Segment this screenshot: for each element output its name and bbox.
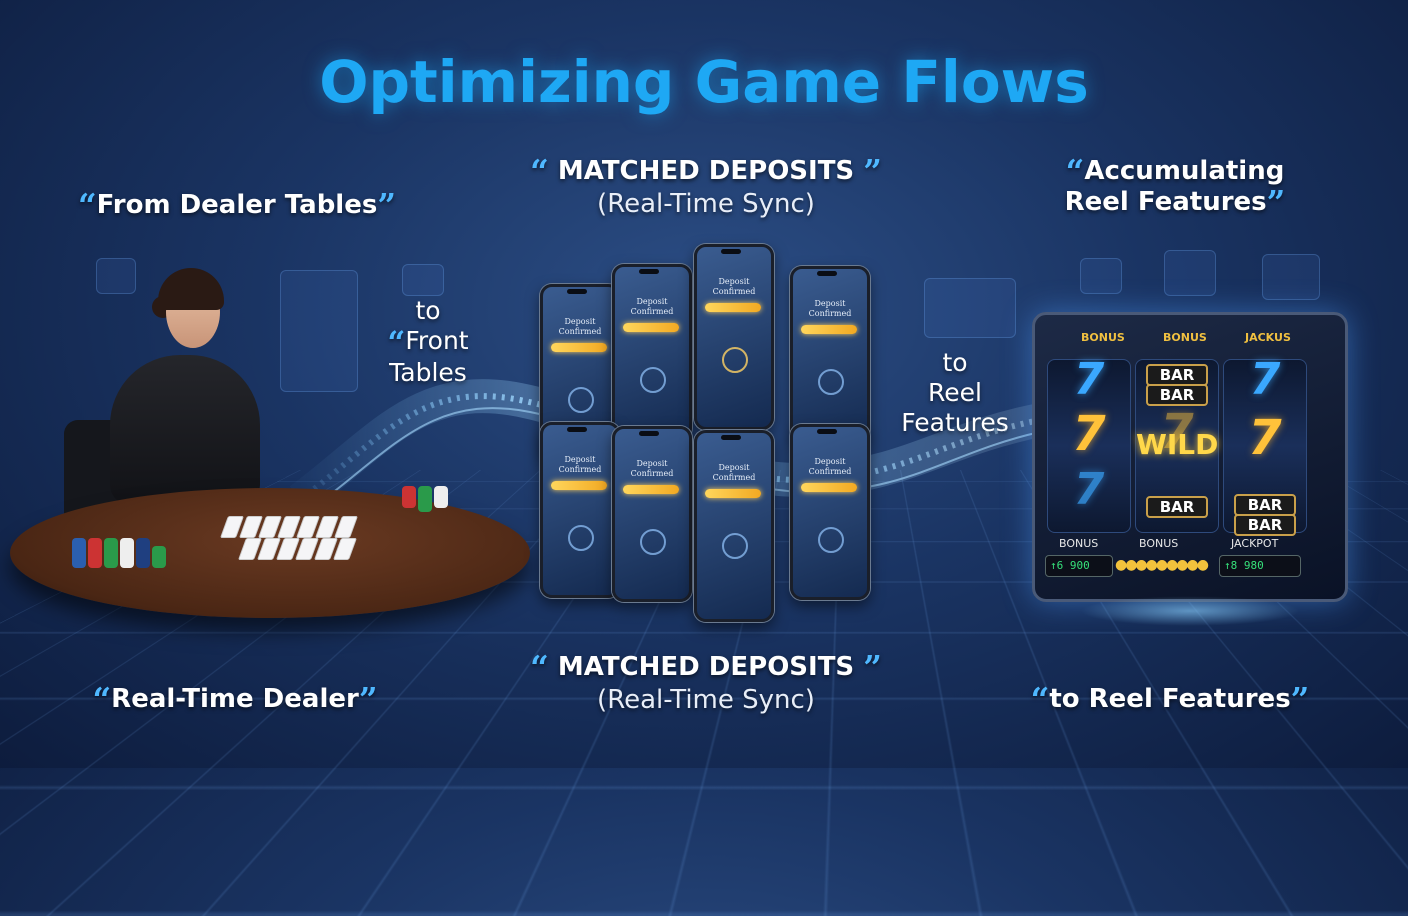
quote-open-icon: “ — [530, 152, 549, 191]
sync-ring-icon — [722, 347, 748, 373]
sync-ring-icon — [722, 533, 748, 559]
playing-cards — [219, 516, 359, 538]
quote-open-icon: “ — [92, 680, 112, 719]
ghost-panel — [1080, 258, 1122, 294]
label-matched-top: “ MATCHED DEPOSITS ” (Real-Time Sync) — [506, 155, 906, 220]
sync-ring-icon — [818, 369, 844, 395]
slot-bottom-label: JACKPOT — [1231, 537, 1279, 550]
slot-top-label: JACKUS — [1245, 331, 1291, 344]
quote-close-icon: ” — [863, 648, 882, 687]
ghost-panel — [1262, 254, 1320, 300]
quote-open-icon: “ — [1065, 152, 1085, 191]
coin-row-icon: ●●●●●●●●● — [1115, 557, 1209, 573]
slot-glow-base — [1080, 596, 1300, 626]
chip-stacks — [72, 538, 166, 568]
label-to-reel-features-bottom: “to Reel Features” — [1030, 680, 1310, 719]
label-to-reel-features: to Reel Features — [901, 348, 1009, 437]
quote-open-icon: “ — [1030, 680, 1050, 719]
label-matched-bottom-sub: (Real-Time Sync) — [597, 685, 815, 715]
quote-close-icon: ” — [863, 152, 882, 191]
quote-open-icon: “ — [387, 325, 406, 361]
sync-ring-icon — [818, 527, 844, 553]
slot-machine: BONUS BONUS JACKUS 7 7 7 BAR BAR 7 WILD … — [1032, 312, 1348, 602]
label-matched-bottom: “ MATCHED DEPOSITS ” (Real-Time Sync) — [506, 651, 906, 716]
quote-close-icon: ” — [1266, 183, 1286, 222]
ghost-panel — [96, 258, 136, 294]
slot-top-label: BONUS — [1081, 331, 1125, 344]
sync-ring-icon — [568, 387, 594, 413]
slot-reel: BAR BAR 7 WILD BAR — [1135, 359, 1219, 533]
slot-top-label: BONUS — [1163, 331, 1207, 344]
quote-open-icon: “ — [530, 648, 549, 687]
bonus-counter: ↑6 900 — [1045, 555, 1113, 577]
label-accumulating: “Accumulating Reel Features” — [1064, 152, 1286, 222]
quote-close-icon: ” — [377, 186, 397, 225]
slot-reel: 7 7 BAR BAR — [1223, 354, 1307, 536]
playing-cards — [237, 538, 358, 560]
label-matched-top-sub: (Real-Time Sync) — [597, 189, 815, 219]
slot-reel: 7 7 7 — [1047, 354, 1131, 533]
ghost-panel — [280, 270, 358, 392]
quote-close-icon: ” — [1290, 680, 1310, 719]
slot-bottom-label: BONUS — [1139, 537, 1179, 550]
ghost-panel — [1164, 250, 1216, 296]
page-title: Optimizing Game Flows — [319, 48, 1089, 116]
jackpot-counter: ↑8 980 — [1219, 555, 1301, 577]
quote-open-icon: “ — [77, 186, 97, 225]
ghost-panel — [924, 278, 1016, 338]
slot-bottom-label: BONUS — [1059, 537, 1099, 550]
dealer-figure — [110, 355, 260, 505]
ghost-panel — [402, 264, 444, 296]
sync-ring-icon — [640, 367, 666, 393]
sync-ring-icon — [640, 529, 666, 555]
chip-stacks — [402, 486, 448, 512]
label-to-front-tables: to “Front Tables — [387, 296, 469, 387]
label-from-dealer-tables: “From Dealer Tables” — [77, 186, 397, 225]
sync-ring-icon — [568, 525, 594, 551]
label-real-time-dealer: “Real-Time Dealer” — [92, 680, 378, 719]
quote-close-icon: ” — [358, 680, 378, 719]
